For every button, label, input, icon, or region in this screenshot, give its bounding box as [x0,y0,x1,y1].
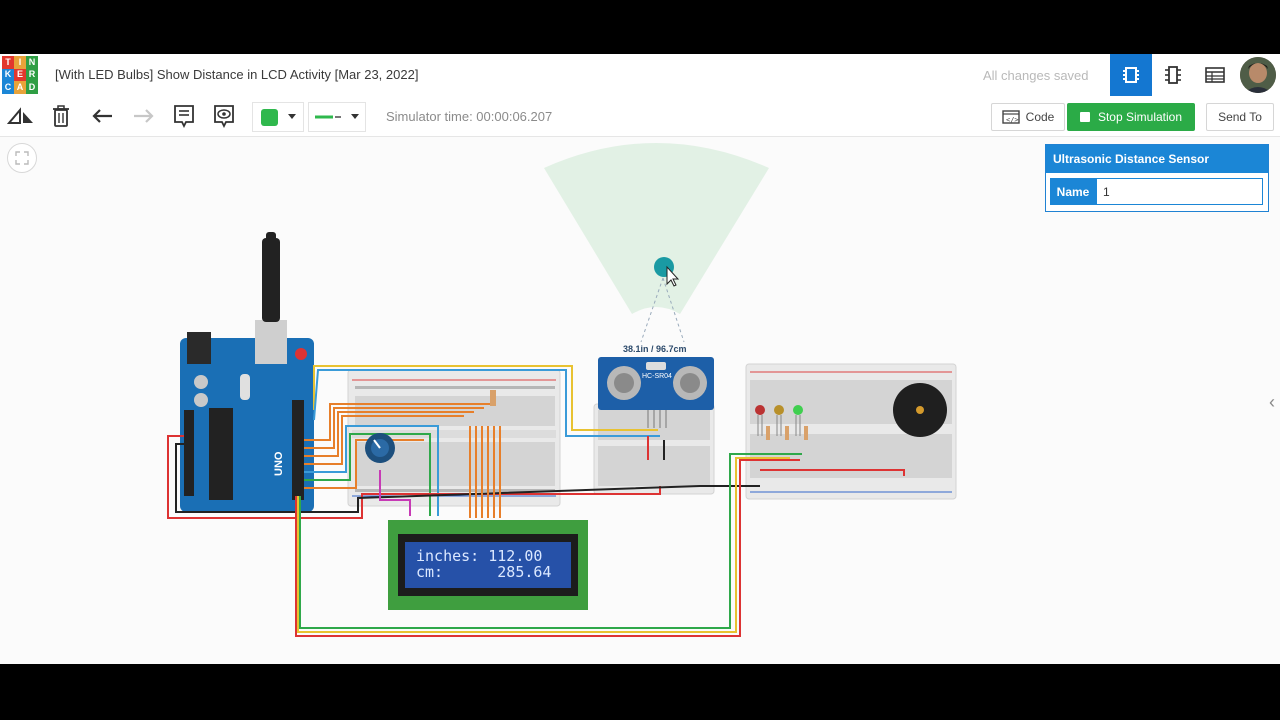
simulator-time: Simulator time: 00:00:06.207 [386,109,553,124]
trash-icon [53,105,69,127]
component-inspector: Ultrasonic Distance Sensor Name 1 [1045,144,1269,212]
logo-letter: E [14,68,26,82]
redo-button[interactable] [130,102,156,130]
collapse-panel-button[interactable]: ‹ [1264,384,1280,420]
code-button-label: Code [1025,110,1055,124]
led-red [755,405,765,436]
edit-toolbar: Simulator time: 00:00:06.207 </> Code St… [0,96,1280,137]
arduino-uno-board: UNO [180,232,314,512]
ultrasonic-sensor: HC-SR04 [598,357,714,428]
eye-note-icon [214,105,234,128]
sensor-distance-readout: 38.1in / 96.7cm [623,344,687,354]
circuit-diagram[interactable]: UNO [0,54,1280,664]
user-avatar[interactable] [1240,57,1276,93]
lcd-line-1: inches: 112.00 [416,547,543,565]
potentiometer [365,433,395,463]
send-to-button[interactable]: Send To [1206,103,1274,131]
logo-letter: N [26,56,38,69]
led-green [793,405,803,436]
name-row: Name 1 [1050,178,1263,205]
wire-style-icon [315,115,341,119]
fit-view-icon [15,151,29,165]
undo-button[interactable] [90,102,116,130]
zoom-to-fit-button[interactable] [7,143,37,173]
circuit-view-button[interactable] [1110,54,1152,96]
logo-letter: D [26,81,38,94]
notes-visibility-button[interactable] [210,102,238,130]
circuit-view-icon [1123,67,1139,83]
schematic-view-icon [1165,66,1181,84]
svg-text:HC-SR04: HC-SR04 [642,373,672,380]
save-status: All changes saved [983,68,1089,83]
stop-icon [1079,112,1090,122]
board-label: UNO [273,451,285,476]
rotate-button[interactable] [6,102,36,130]
redo-icon [134,109,154,123]
component-list-button[interactable] [1194,54,1236,96]
lcd-line-2: cm: 285.64 [416,563,552,581]
wire-type-picker[interactable] [308,102,366,132]
svg-text:</>: </> [1006,116,1019,124]
logo-letter: C [2,81,14,94]
sensor-detection-cone [544,143,769,314]
code-icon: </> [1001,110,1020,124]
chevron-down-icon [287,114,296,119]
logo-letter: R [26,68,38,82]
led-yellow [774,405,784,436]
note-icon [174,105,194,128]
delete-button[interactable] [48,102,74,130]
inspector-title: Ultrasonic Distance Sensor [1046,145,1268,173]
logo-letter: T [2,56,14,69]
project-title[interactable]: [With LED Bulbs] Show Distance in LCD Ac… [55,67,419,82]
resistor [490,390,496,406]
color-swatch [260,108,278,126]
color-picker[interactable] [252,102,304,132]
logo-letter: A [14,81,26,94]
code-button[interactable]: </> Code [991,103,1065,131]
lcd-display [388,520,588,610]
send-to-label: Send To [1218,110,1262,124]
piezo-buzzer [893,383,947,437]
schematic-view-button[interactable] [1152,54,1194,96]
logo-letter: I [14,56,26,69]
chevron-left-icon: ‹ [1269,391,1275,412]
stop-simulation-label: Stop Simulation [1097,110,1183,124]
rotate-icon [7,107,33,124]
mouse-cursor-icon [666,265,680,287]
name-label: Name [1050,178,1096,205]
logo-letter: K [2,68,14,82]
notes-button[interactable] [170,102,198,130]
name-input[interactable]: 1 [1096,178,1263,205]
avatar-image [1240,57,1276,93]
undo-icon [92,109,112,123]
chevron-down-icon [351,114,359,119]
stop-simulation-button[interactable]: Stop Simulation [1067,103,1195,131]
component-list-icon [1205,67,1225,83]
